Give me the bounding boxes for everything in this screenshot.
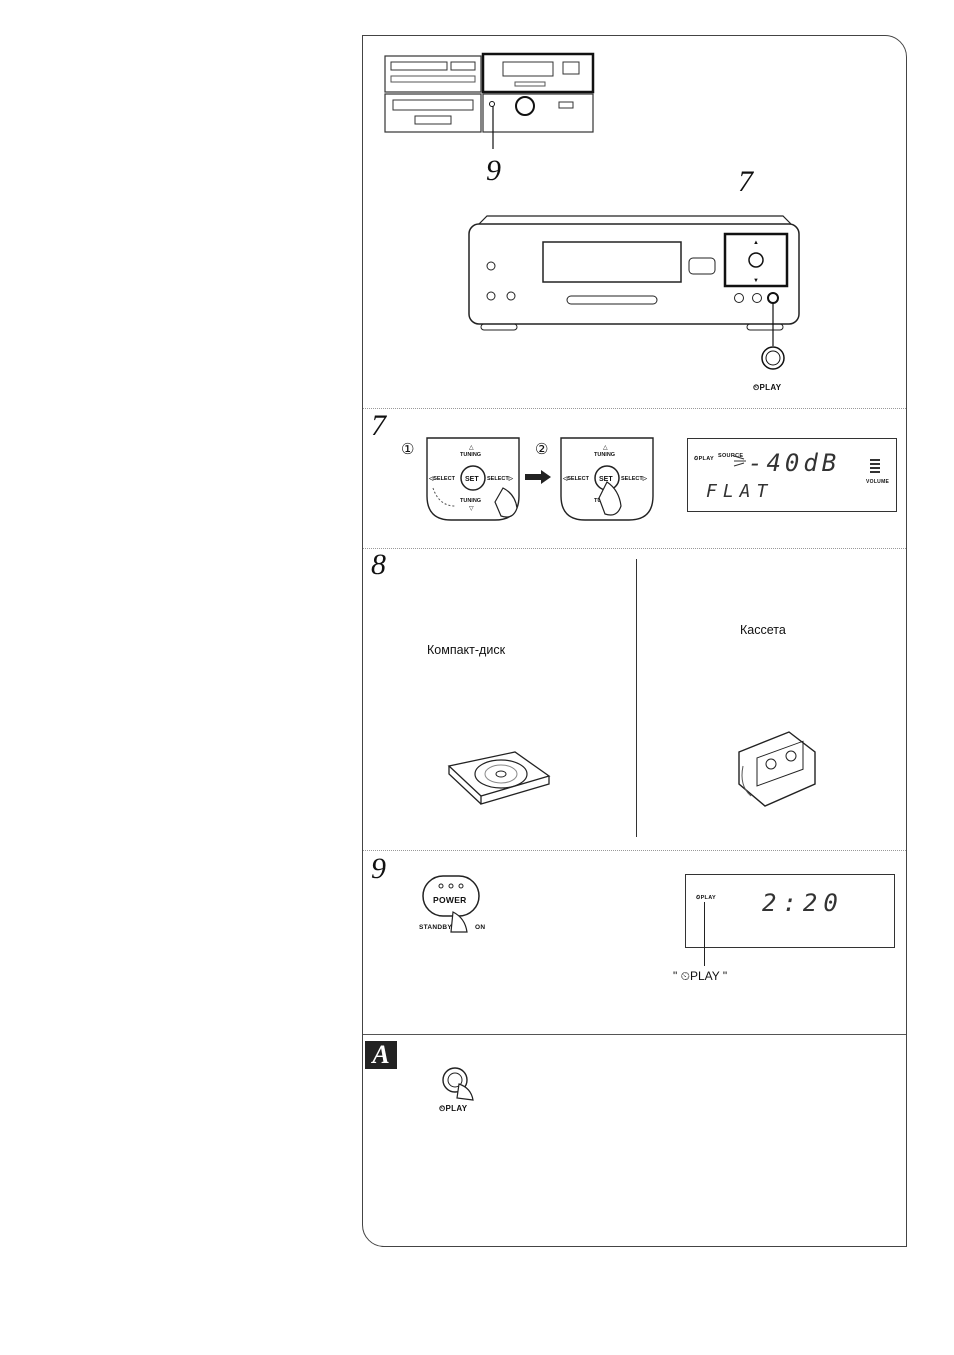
on-label: ON: [475, 924, 485, 931]
display9-play-tag: ⏲PLAY: [696, 895, 716, 902]
svg-text:▼: ▼: [753, 278, 759, 284]
play-indicator-caption: " ⏲PLAY ": [673, 969, 727, 984]
svg-text:SELECT▷: SELECT▷: [487, 475, 514, 482]
cd-tray-illustration: [445, 748, 553, 806]
blink-marks-icon: [734, 453, 752, 469]
column-divider: [636, 559, 637, 837]
play-timer-label-bottom: ⏲PLAY: [439, 1104, 467, 1114]
svg-text:◁SELECT: ◁SELECT: [428, 475, 456, 482]
display-panel-step-9: ⏲PLAY 2:20: [685, 874, 895, 948]
play-timer-button-illustration: [761, 346, 785, 370]
display-play-tag: ⏲PLAY: [694, 456, 714, 463]
power-label: POWER: [433, 895, 467, 905]
receiver-unit-illustration: ▲ ▼: [467, 214, 803, 334]
play-timer-press-illustration: [441, 1066, 481, 1102]
svg-text:TUNING: TUNING: [460, 498, 481, 504]
svg-text:SELECT▷: SELECT▷: [621, 475, 648, 482]
divider-8: [363, 548, 906, 549]
arrow-next: [525, 470, 551, 484]
standby-label: STANDBY: [419, 924, 452, 931]
step-8-heading: 8: [371, 550, 386, 580]
remote-keypad-step-1: SET △ TUNING ◁SELECT SELECT▷ TUNING ▽: [425, 436, 521, 522]
svg-text:△: △: [469, 445, 474, 451]
volume-bars-icon: [868, 457, 882, 475]
svg-text:TUNING: TUNING: [594, 452, 615, 458]
svg-text:TUNING: TUNING: [460, 452, 481, 458]
step-9-heading: 9: [371, 854, 386, 884]
substep-1-marker: ①: [401, 440, 414, 458]
substep-2-marker: ②: [535, 440, 548, 458]
svg-text:◁SELECT: ◁SELECT: [562, 475, 590, 482]
play-timer-label-top: ⏲PLAY: [753, 383, 781, 393]
manual-page-frame: 9 7 ▲ ▼ ⏲PLAY 7 ① SET △ TUNING ◁SELECT: [362, 35, 907, 1247]
step-7-callout: 7: [738, 167, 753, 197]
cassette-deck-illustration: [735, 726, 819, 812]
remote-keypad-step-2: SET △ TUNING ◁SELECT SELECT▷ TUNING ▽: [559, 436, 655, 522]
stereo-system-illustration: [385, 54, 605, 134]
svg-text:△: △: [603, 445, 608, 451]
section-a-badge: A: [365, 1041, 397, 1069]
display-volume-tag: VOLUME: [866, 479, 889, 485]
step-7-heading: 7: [371, 411, 386, 441]
divider-9: [363, 850, 906, 851]
svg-text:SET: SET: [599, 476, 613, 483]
divider-a: [363, 1034, 906, 1035]
svg-text:▽: ▽: [469, 506, 474, 512]
display-eq-readout: FLAT: [706, 481, 773, 502]
display9-time-readout: 2:20: [762, 889, 844, 917]
display-volume-readout: -40dB: [748, 449, 840, 477]
cassette-label: Кассета: [740, 623, 786, 637]
step-9-callout: 9: [486, 156, 501, 186]
display-panel-step-7: ⏲PLAY SOURCE -40dB FLAT VOLUME: [687, 438, 897, 512]
divider-7: [363, 408, 906, 409]
play-indicator-leader: [704, 902, 705, 966]
svg-text:▲: ▲: [753, 240, 759, 246]
cd-label: Компакт-диск: [427, 643, 505, 657]
svg-text:SET: SET: [465, 476, 479, 483]
